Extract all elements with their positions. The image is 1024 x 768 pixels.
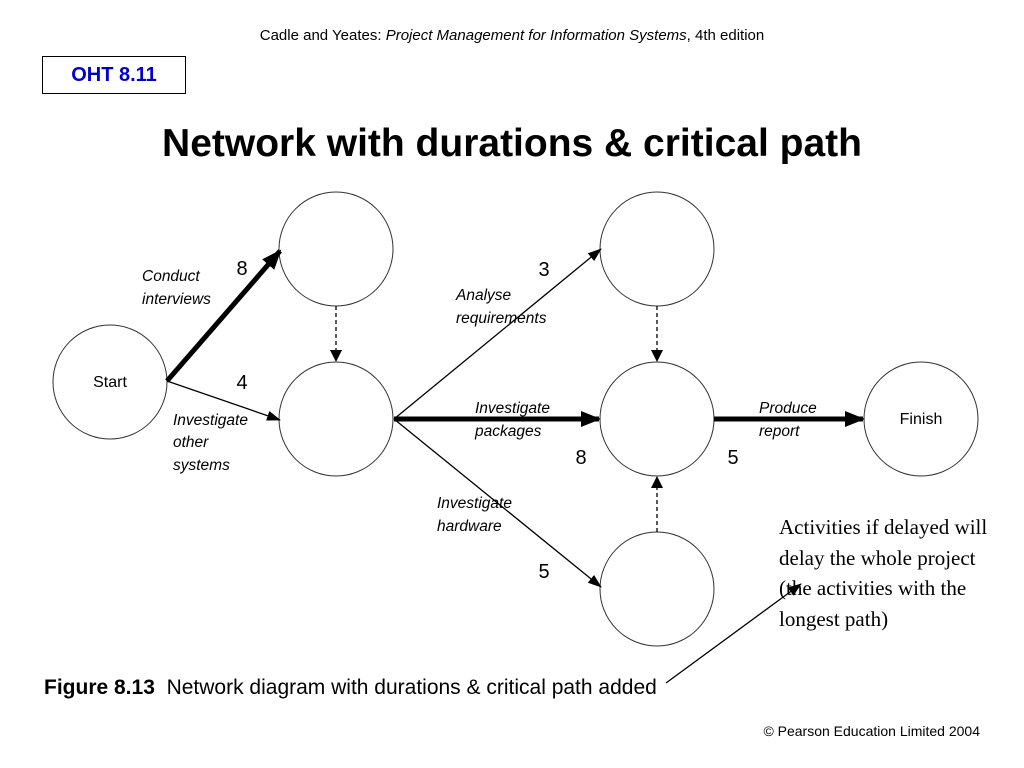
label-produce-report-line2: report — [759, 423, 800, 440]
label-analyse-requirements-line1: Analyse — [455, 287, 512, 304]
node-d — [599, 361, 715, 477]
header-edition: , 4th edition — [686, 27, 765, 44]
label-investigate-other-systems: Investigate other systems — [173, 412, 252, 474]
slide-title: Network with durations & critical path — [162, 122, 862, 165]
duration-investigate-other-systems: 4 — [236, 372, 247, 394]
note-pointer-arrow — [665, 583, 802, 684]
label-investigate-packages-line1: Investigate — [475, 400, 550, 417]
critical-path-note: Activities if delayed will delay the who… — [779, 515, 988, 631]
label-investigate-other-systems-line2: other — [173, 434, 209, 451]
node-start — [52, 324, 168, 440]
oht-badge: OHT 8.11 — [42, 56, 186, 94]
duration-investigate-packages: 8 — [575, 447, 586, 469]
label-investigate-other-systems-line3: systems — [173, 457, 230, 474]
label-investigate-hardware-line2: hardware — [437, 518, 502, 535]
copyright-notice: © Pearson Education Limited 2004 — [763, 723, 980, 739]
label-investigate-packages: Investigate packages — [474, 400, 554, 440]
node-finish-label: Finish — [900, 411, 943, 428]
label-investigate-packages-line2: packages — [474, 423, 542, 440]
label-conduct-interviews-line2: interviews — [142, 291, 211, 308]
arrow-investigate-hardware — [393, 418, 602, 588]
label-conduct-interviews-line1: Conduct — [142, 268, 200, 285]
header-book-title: Project Management for Information Syste… — [385, 27, 687, 44]
label-produce-report-line1: Produce — [759, 400, 817, 417]
node-b — [278, 361, 394, 477]
figure-caption: Figure 8.13 Network diagram with duratio… — [44, 676, 657, 700]
duration-produce-report: 5 — [727, 447, 738, 469]
label-investigate-other-systems-line1: Investigate — [173, 412, 248, 429]
node-start-label: Start — [93, 374, 127, 391]
arrow-investigate-other-systems — [166, 380, 281, 421]
figure-caption-text: Network diagram with durations & critica… — [166, 676, 657, 699]
arrow-analyse-requirements — [393, 248, 602, 420]
label-conduct-interviews: Conduct interviews — [142, 268, 211, 308]
node-c — [599, 191, 715, 307]
header-authors: Cadle and Yeates: — [259, 27, 386, 44]
node-e — [599, 531, 715, 647]
label-investigate-hardware: Investigate hardware — [437, 495, 516, 535]
figure-label: Figure 8.13 — [44, 676, 155, 699]
node-a — [278, 191, 394, 307]
slide-header: Cadle and Yeates: Project Management for… — [0, 27, 1024, 44]
label-produce-report: Produce report — [759, 400, 821, 440]
label-analyse-requirements-line2: requirements — [456, 310, 547, 327]
duration-analyse-requirements: 3 — [538, 259, 549, 281]
arrow-conduct-interviews — [165, 249, 282, 383]
duration-investigate-hardware: 5 — [538, 561, 549, 583]
oht-badge-label: OHT 8.11 — [71, 63, 157, 86]
label-analyse-requirements: Analyse requirements — [455, 287, 547, 327]
duration-conduct-interviews: 8 — [236, 258, 247, 280]
label-investigate-hardware-line1: Investigate — [437, 495, 512, 512]
